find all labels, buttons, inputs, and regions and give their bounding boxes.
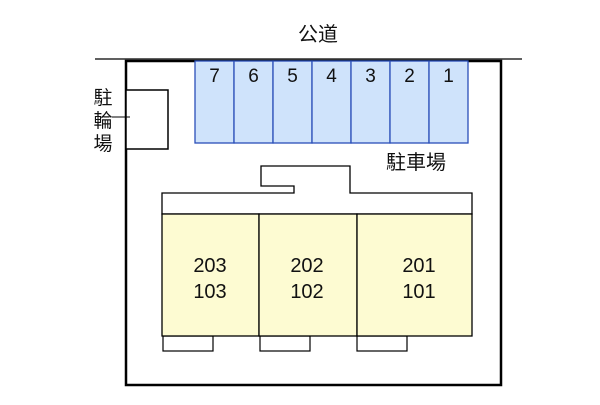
balcony-202 [259,335,311,352]
stall-number-3: 3 [365,66,376,87]
unit-201-101 [356,213,473,337]
stall-number-5: 5 [287,66,298,87]
bicycle-parking: 駐 輪 場 [90,84,169,156]
stall-number-7: 7 [209,66,220,87]
balcony-201 [356,335,408,352]
unit-upper-201: 201 [402,255,435,277]
unit-lower-101: 101 [402,281,435,303]
stall-number-2: 2 [404,66,415,87]
unit-lower-103: 103 [193,281,226,303]
unit-upper-203: 203 [193,255,226,277]
bicycle-parking-char-3: 場 [93,133,112,155]
stall-number-4: 4 [326,66,337,87]
parking-stall-5 [272,60,313,144]
unit-203-103 [161,213,260,337]
unit-202-102 [258,213,358,337]
parking-label: 駐車場 [386,150,446,174]
stall-number-1: 1 [443,66,454,87]
building: 203 103 202 102 201 101 [161,165,473,352]
unit-upper-202: 202 [290,255,323,277]
unit-lower-102: 102 [290,281,323,303]
parking-stalls: 7 6 5 4 3 2 1 [194,60,469,144]
bicycle-parking-area [125,89,169,150]
balcony-203 [162,335,214,352]
bicycle-parking-char-1: 駐 [93,87,112,109]
stall-number-6: 6 [248,66,259,87]
parking-stall-3 [350,60,391,144]
parking-stall-6 [233,60,274,144]
road-label: 公道 [298,22,338,46]
parking-stall-4 [311,60,352,144]
parking-stall-1 [428,60,469,144]
parking-stall-7 [194,60,235,144]
bicycle-parking-char-2: 輪 [93,110,112,132]
